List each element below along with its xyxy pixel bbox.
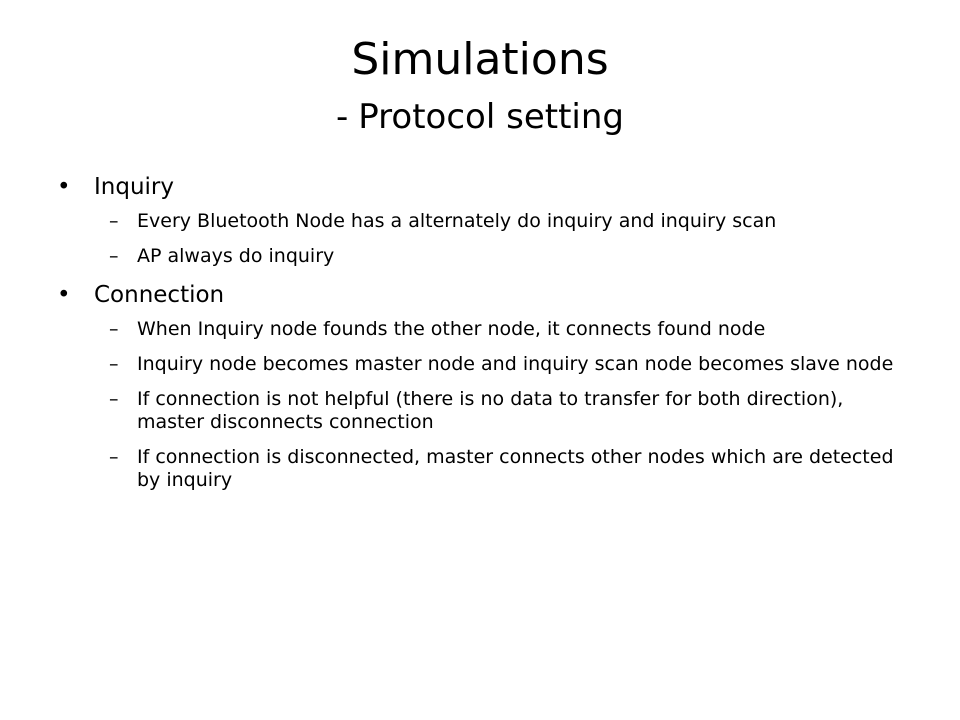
bullet-dot: • [57,174,71,200]
sub-item-dash: – [109,446,119,468]
slide-subtitle: -Protocol setting [0,94,960,140]
sub-item-text: If connection is disconnected, master co… [137,446,894,491]
sub-item-dash: – [109,353,119,375]
bullet-heading: Inquiry [94,174,174,200]
sub-item-text: Every Bluetooth Node has a alternately d… [137,210,777,232]
slide-title: Simulations [351,34,609,85]
sub-item: – Inquiry node becomes master node and i… [57,353,907,376]
sub-item-dash: – [109,388,119,410]
sub-item: – If connection is disconnected, master … [57,446,907,492]
bullet-dot: • [57,282,71,308]
bullet-inquiry: • Inquiry [57,172,907,202]
sub-item-dash: – [109,318,119,340]
bullet-heading: Connection [94,282,225,308]
connection-sub-list: – When Inquiry node founds the other nod… [57,318,907,492]
sub-item-dash: – [109,210,119,232]
inquiry-sub-list: – Every Bluetooth Node has a alternately… [57,210,907,268]
sub-item-text: When Inquiry node founds the other node,… [137,318,766,340]
subtitle-dash: - [336,97,349,137]
slide-content: • Inquiry – Every Bluetooth Node has a a… [57,172,907,504]
sub-item-text: If connection is not helpful (there is n… [137,388,844,433]
sub-item: – AP always do inquiry [57,245,907,268]
sub-item-text: AP always do inquiry [137,245,335,267]
sub-item-text: Inquiry node becomes master node and inq… [137,353,894,375]
bullet-connection: • Connection [57,280,907,310]
sub-item: – Every Bluetooth Node has a alternately… [57,210,907,233]
sub-item: – If connection is not helpful (there is… [57,388,907,434]
sub-item-dash: – [109,245,119,267]
sub-item: – When Inquiry node founds the other nod… [57,318,907,341]
subtitle-text: Protocol setting [358,97,624,137]
slide-title-block: Simulations -Protocol setting [0,28,960,140]
